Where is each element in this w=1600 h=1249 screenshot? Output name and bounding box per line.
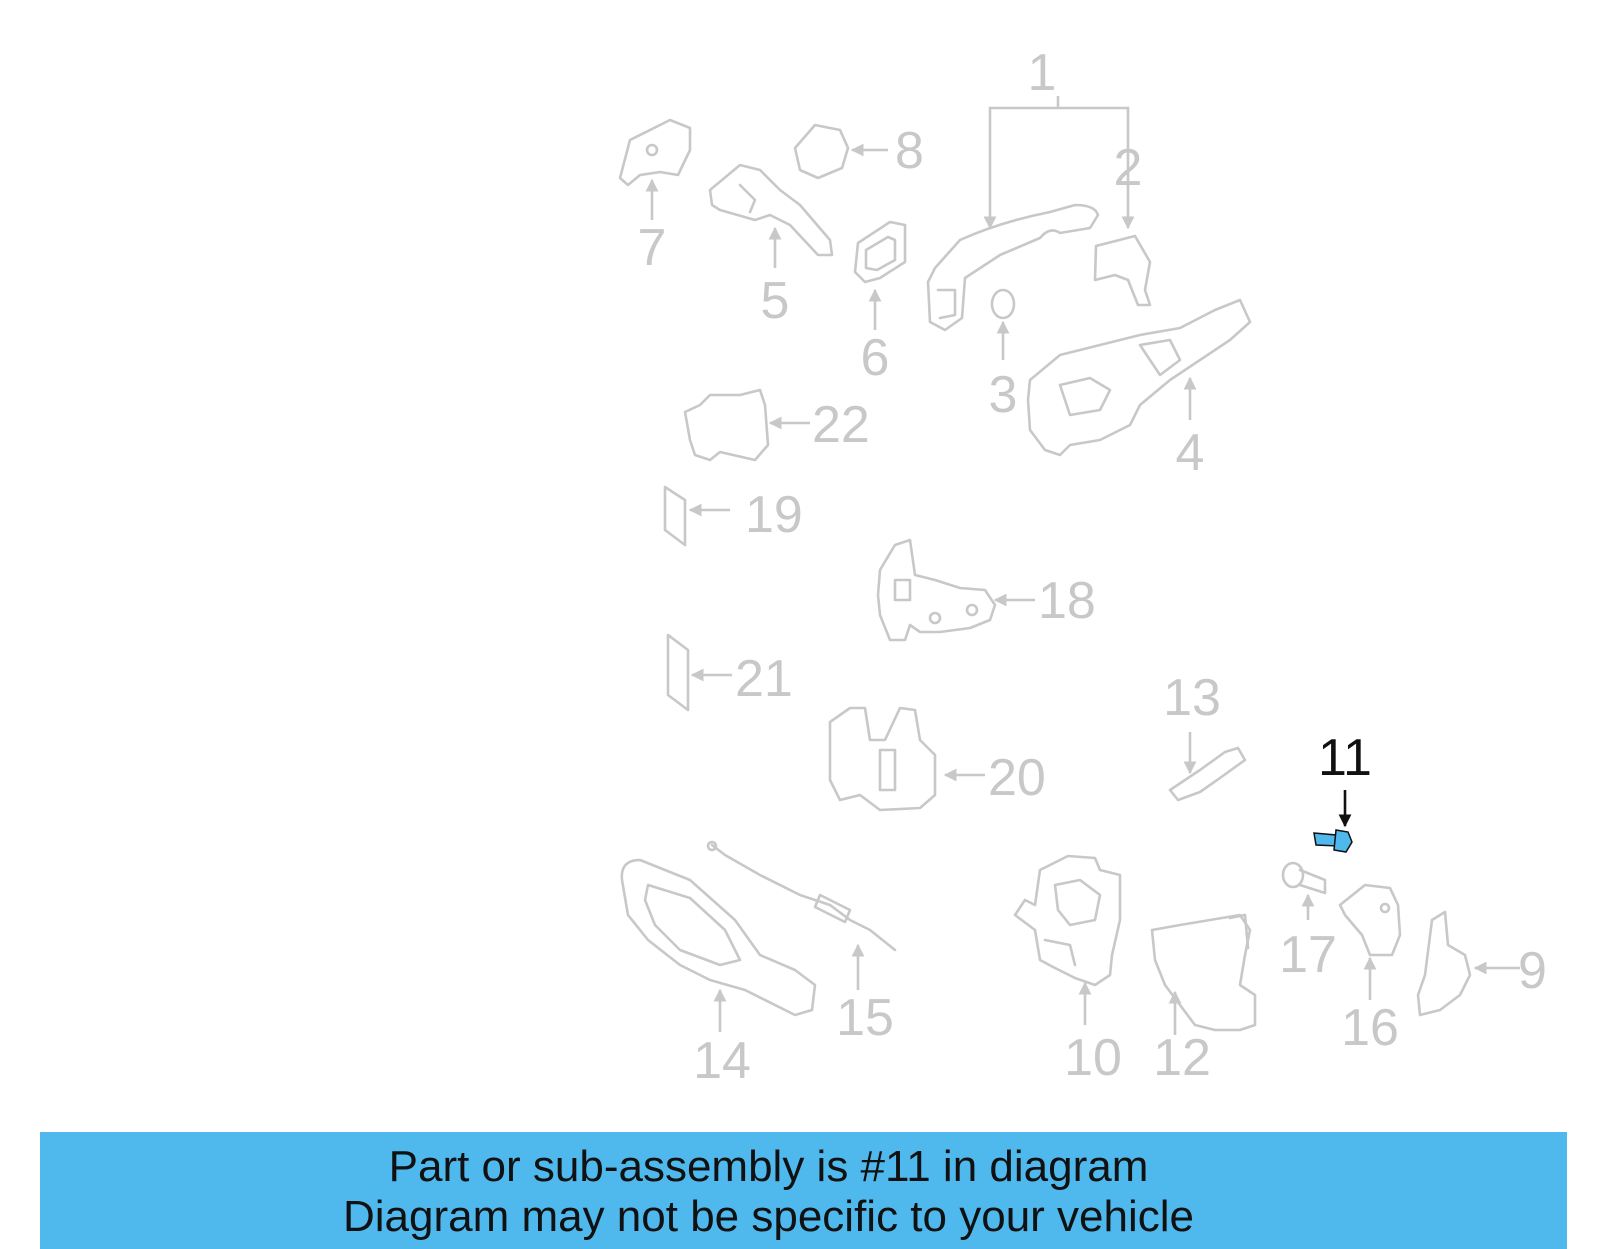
part-19-pad: 19 xyxy=(663,485,803,547)
callout-6: 6 xyxy=(861,329,890,387)
info-banner: Part or sub-assembly is #11 in diagram D… xyxy=(40,1132,1567,1249)
callout-22: 22 xyxy=(812,396,870,454)
part-14-inner-handle: 14 xyxy=(620,858,817,1090)
part-21-pad: 21 xyxy=(666,633,793,712)
callout-4: 4 xyxy=(1176,424,1205,482)
callout-10: 10 xyxy=(1064,1029,1122,1087)
part-4-handle-frame: 4 xyxy=(1026,298,1252,482)
part-1-outer-handle: 1 xyxy=(926,44,1135,332)
part-17-bolt: 17 xyxy=(1279,861,1337,984)
callout-17: 17 xyxy=(1279,926,1337,984)
callout-12: 12 xyxy=(1153,1029,1211,1087)
part-9-cover: 9 xyxy=(1416,910,1547,1017)
part-6-gasket: 6 xyxy=(853,220,907,387)
part-10-latch: 10 xyxy=(1013,854,1122,1087)
callout-5: 5 xyxy=(761,272,790,330)
callout-3: 3 xyxy=(989,366,1018,424)
part-16-cover: 16 xyxy=(1338,883,1402,1057)
part-15-cable: 15 xyxy=(706,840,897,1047)
callout-16: 16 xyxy=(1341,999,1399,1057)
callout-7: 7 xyxy=(638,219,667,277)
callout-2: 2 xyxy=(1114,139,1143,197)
part-18-hinge: 18 xyxy=(876,538,1096,642)
callout-9: 9 xyxy=(1518,942,1547,1000)
part-13-clip: 13 xyxy=(1163,669,1247,802)
part-22-bracket: 22 xyxy=(683,388,870,462)
callout-19: 19 xyxy=(745,486,803,544)
banner-line-2: Diagram may not be specific to your vehi… xyxy=(342,1192,1195,1241)
callout-11: 11 xyxy=(1318,729,1372,787)
part-8-plug: 8 xyxy=(793,122,924,180)
callout-18: 18 xyxy=(1038,572,1096,630)
banner-line-1: Part or sub-assembly is #11 in diagram xyxy=(388,1142,1149,1191)
part-12-latch-cover: 12 xyxy=(1150,913,1257,1087)
part-20-door-check: 20 xyxy=(828,706,1046,812)
part-3-grommet: 3 xyxy=(989,288,1018,424)
callout-13: 13 xyxy=(1163,669,1221,727)
callout-21: 21 xyxy=(735,650,793,708)
part-5-lock-cylinder: 5 xyxy=(708,163,834,330)
part-2-handle-cap: 2 xyxy=(1093,139,1152,307)
callout-14: 14 xyxy=(693,1032,751,1090)
part-11-bolt: 11 xyxy=(1313,729,1372,853)
callout-15: 15 xyxy=(836,989,894,1047)
callout-8: 8 xyxy=(895,122,924,180)
callout-20: 20 xyxy=(988,749,1046,807)
callout-1: 1 xyxy=(1028,44,1057,102)
part-7-cover: 7 xyxy=(618,118,692,277)
